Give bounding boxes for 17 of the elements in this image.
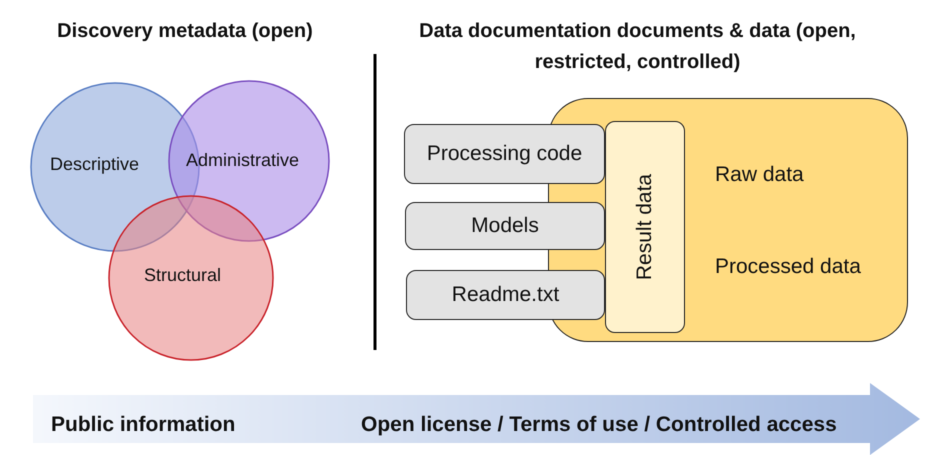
result-data-box bbox=[605, 121, 685, 333]
node-label: Structural bbox=[144, 265, 222, 286]
document-box bbox=[404, 124, 605, 184]
node-label: Models bbox=[471, 214, 539, 238]
document-box bbox=[406, 270, 605, 320]
node-label: Raw data bbox=[715, 163, 804, 187]
node-label: Administrative bbox=[186, 150, 300, 171]
arrow-label: Public information bbox=[51, 413, 236, 437]
node-label: Processed data bbox=[715, 255, 861, 279]
node-label: Processing code bbox=[426, 142, 582, 166]
document-box bbox=[405, 202, 605, 250]
arrow-label: Open license / Terms of use / Controlled access bbox=[361, 413, 837, 437]
section-heading: Data documentation documents & data (open, restricted, controlled) bbox=[418, 19, 857, 75]
node-label: Readme.txt bbox=[452, 283, 560, 307]
node-label: Descriptive bbox=[50, 154, 140, 175]
section-heading: Discovery metadata (open) bbox=[56, 19, 314, 44]
node-label: Result data bbox=[633, 174, 657, 280]
